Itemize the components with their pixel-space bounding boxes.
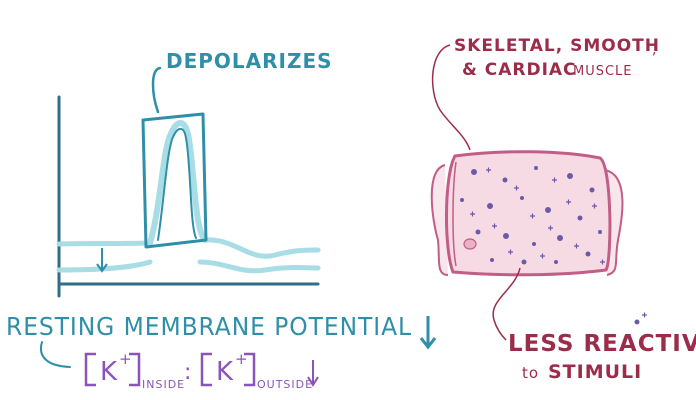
muscle-label-connector [431, 44, 471, 151]
muscle-section: SKELETAL, SMOOTH & CARDIAC MUSCLE , [430, 36, 696, 383]
bracket-left-1 [84, 352, 96, 387]
depolarizes-label: DEPOLARIZES [166, 49, 333, 73]
baseline-curve-light [56, 237, 321, 259]
ratio-colon: : [184, 360, 192, 385]
less-reactive-connector [492, 267, 521, 341]
bracket-left-2 [200, 352, 212, 387]
stimuli-label: STIMULI [548, 361, 642, 383]
purple-down-arrow-icon [307, 360, 319, 387]
less-reactive-label: LESS REACTIVE [508, 331, 696, 357]
muscle-block [444, 150, 612, 277]
k-inside-charge: + [119, 350, 133, 368]
k-outside-symbol: K [216, 357, 234, 387]
action-potential-spike-outline [157, 127, 197, 241]
muscle-nucleus [463, 238, 477, 250]
resting-membrane-potential-label: RESTING MEMBRANE POTENTIAL [6, 312, 412, 341]
muscle-label-tick: , [652, 42, 656, 58]
k-outside-charge: + [235, 350, 249, 368]
decrease-arrow-icon [419, 316, 437, 350]
inside-subscript: INSIDE [142, 378, 185, 391]
ion-plus-signs [470, 167, 647, 318]
action-potential-spike [147, 120, 208, 246]
resting-potential-section: RESTING MEMBRANE POTENTIAL K + INSIDE : … [6, 312, 437, 391]
baseline-curve-lower [56, 259, 321, 274]
bracket-right-1 [129, 352, 141, 387]
muscle-types-line1: SKELETAL, SMOOTH [454, 36, 660, 56]
muscle-types-line2a: & CARDIAC [462, 60, 577, 80]
action-potential-graph: DEPOLARIZES [56, 49, 333, 298]
depolarization-highlight-box [141, 112, 208, 249]
muscle-types-line2b: MUSCLE [573, 64, 633, 79]
down-arrow-icon [96, 248, 108, 273]
bracket-right-2 [244, 352, 256, 387]
muscle-left-tendon [430, 164, 449, 276]
depolarizes-connector [151, 66, 162, 114]
outside-subscript: OUTSIDE [257, 378, 313, 391]
to-label: to [522, 364, 539, 382]
potassium-ratio: K + INSIDE : K + OUTSIDE [84, 350, 319, 391]
muscle-block-inner-edge [452, 161, 457, 267]
k-inside-symbol: K [100, 357, 118, 387]
ratio-connector [40, 341, 71, 368]
ion-dots [460, 166, 640, 325]
